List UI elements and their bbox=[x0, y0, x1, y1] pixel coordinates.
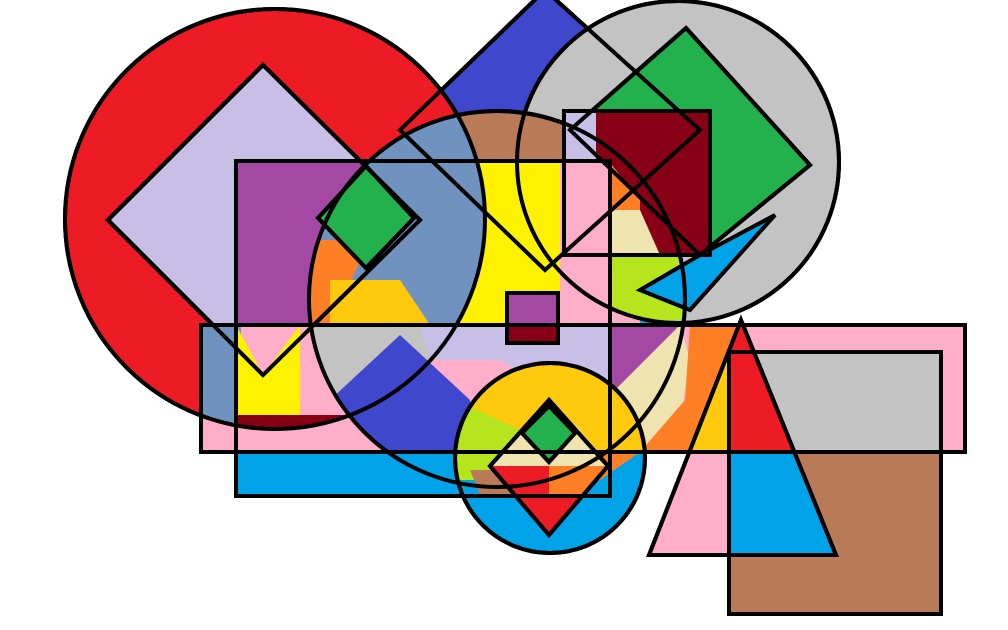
outline-layer bbox=[63, 0, 967, 616]
small-purple-square bbox=[505, 291, 560, 345]
